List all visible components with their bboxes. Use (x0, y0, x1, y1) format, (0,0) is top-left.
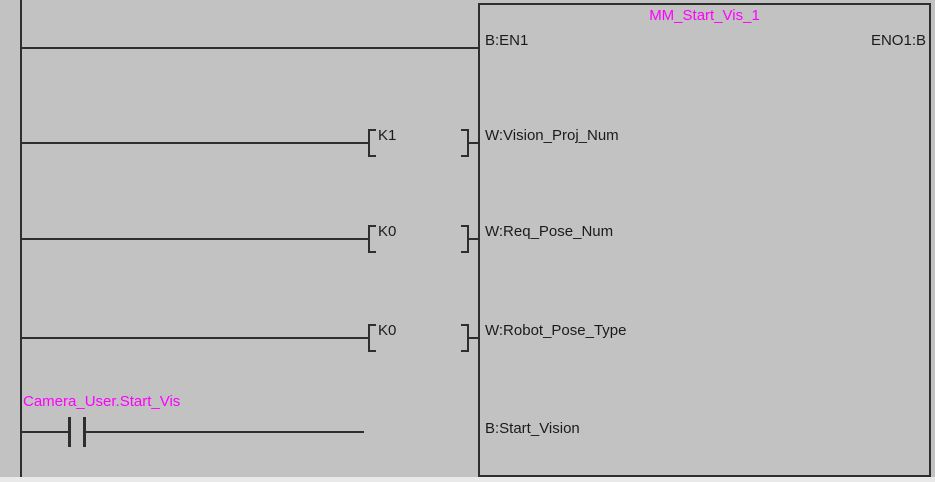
no-contact-icon[interactable] (68, 417, 71, 447)
constant-value-vision-proj-num[interactable]: K1 (378, 127, 397, 144)
constant-value-req-pose-num[interactable]: K0 (378, 223, 397, 240)
close-bracket-icon (461, 129, 469, 157)
pin-connector-tick (469, 142, 478, 144)
fb-input-pin-vision-proj-num: W:Vision_Proj_Num (485, 127, 619, 144)
rung-bottom-separator (0, 477, 935, 482)
fb-input-pin-start-vision: B:Start_Vision (485, 420, 580, 437)
pin-connector-tick (469, 337, 478, 339)
constant-value-robot-pose-type[interactable]: K0 (378, 322, 397, 339)
pin-connector-tick (469, 238, 478, 240)
fb-output-pin-eno: ENO1:B (870, 32, 926, 49)
function-block[interactable]: MM_Start_Vis_1 B:EN1 ENO1:B W:Vision_Pro… (478, 3, 931, 477)
wire-vision-proj-num (20, 142, 368, 144)
wire-req-pose-num (20, 238, 368, 240)
function-block-instance-name[interactable]: MM_Start_Vis_1 (649, 7, 760, 24)
open-bracket-icon (368, 225, 376, 253)
close-bracket-icon (461, 324, 469, 352)
fb-input-pin-en: B:EN1 (485, 32, 529, 49)
wire-contact-right (86, 431, 364, 433)
wire-contact-left (20, 431, 68, 433)
wire-robot-pose-type (20, 337, 368, 339)
wire-en-rung (20, 47, 478, 49)
no-contact-icon[interactable] (83, 417, 86, 447)
fb-input-pin-robot-pose-type: W:Robot_Pose_Type (485, 322, 627, 339)
contact-device-label[interactable]: Camera_User.Start_Vis (23, 393, 181, 410)
open-bracket-icon (368, 129, 376, 157)
open-bracket-icon (368, 324, 376, 352)
close-bracket-icon (461, 225, 469, 253)
fb-input-pin-req-pose-num: W:Req_Pose_Num (485, 223, 614, 240)
